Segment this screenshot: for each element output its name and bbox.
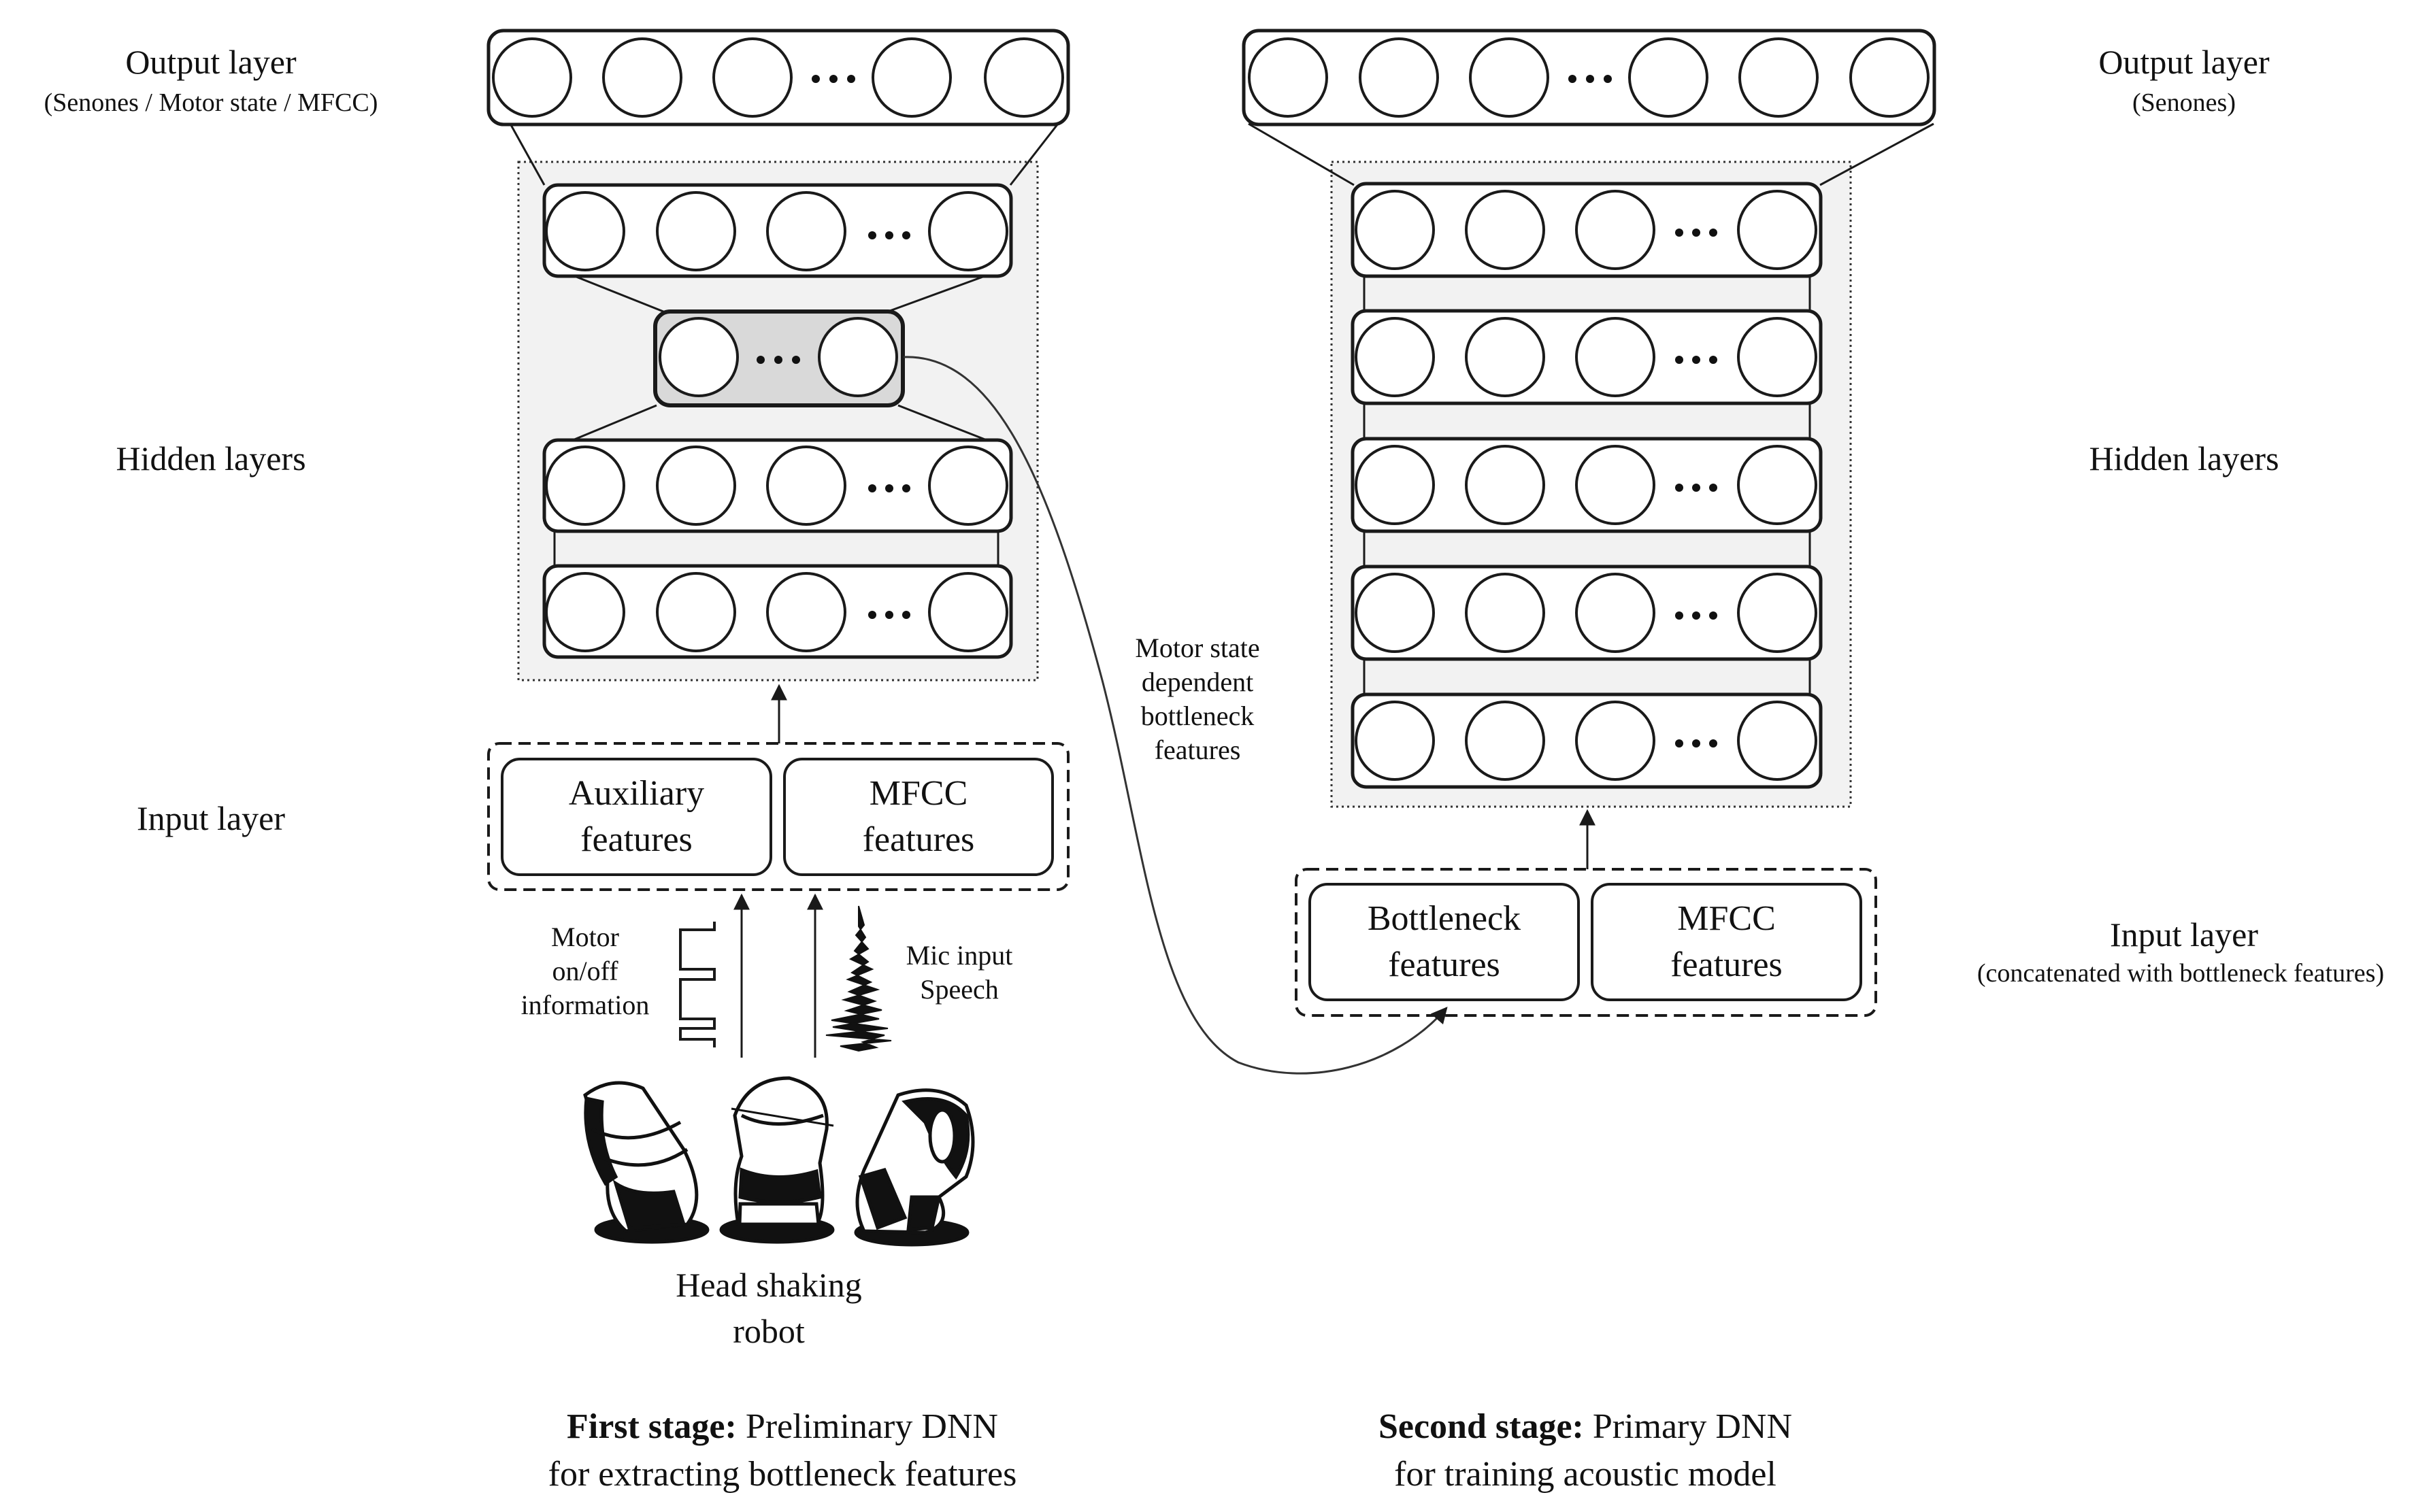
right-output-layer-title: Output layer	[2098, 43, 2270, 81]
left-output-nodes	[492, 37, 1064, 118]
right-network	[1242, 29, 1936, 1017]
right-mfcc-features-box	[1591, 883, 1862, 1001]
left-ellipsis-dots	[757, 75, 910, 619]
speech-waveform-icon	[825, 905, 892, 1052]
left-input-layer	[487, 742, 1070, 891]
robot-pose-3-icon	[854, 1088, 975, 1247]
robot-pose-2-icon	[719, 1076, 835, 1244]
right-input-layer-subtitle: (concatenated with bottleneck features)	[1977, 959, 2385, 988]
second-stage-caption: Second stage: Primary DNN for training a…	[1378, 1407, 1793, 1494]
robot-pose-1-icon	[583, 1081, 710, 1244]
bottleneck-connector-label: Motor state dependent bottleneck feature…	[1135, 633, 1260, 765]
right-output-nodes	[1248, 37, 1930, 118]
left-network	[486, 29, 1070, 1058]
right-input-layer-title: Input layer	[2110, 915, 2258, 954]
bottleneck-feature-connector	[903, 356, 1448, 1075]
right-hidden-layers-label: Hidden layers	[2089, 439, 2279, 477]
left-output-layer-title: Output layer	[125, 43, 297, 81]
left-mfcc-features-box	[783, 758, 1054, 876]
bottleneck-features-box	[1308, 883, 1580, 1001]
right-input-layer	[1295, 868, 1877, 1017]
left-output-layer-subtitle: (Senones / Motor state / MFCC)	[44, 88, 378, 117]
motor-info-label: Motor on/off information	[520, 922, 650, 1020]
square-wave-icon	[679, 922, 716, 1047]
left-input-layer-label: Input layer	[137, 799, 285, 837]
first-stage-caption: First stage: Preliminary DNN for extract…	[548, 1407, 1017, 1494]
robot-label: Head shaking robot	[676, 1266, 862, 1350]
left-hidden-layers-label: Hidden layers	[116, 439, 306, 477]
mic-input-label: Mic input Speech	[906, 940, 1013, 1005]
right-output-layer-subtitle: (Senones)	[2132, 88, 2236, 117]
auxiliary-features-box	[501, 758, 772, 876]
right-ellipsis-dots	[1568, 75, 1717, 747]
